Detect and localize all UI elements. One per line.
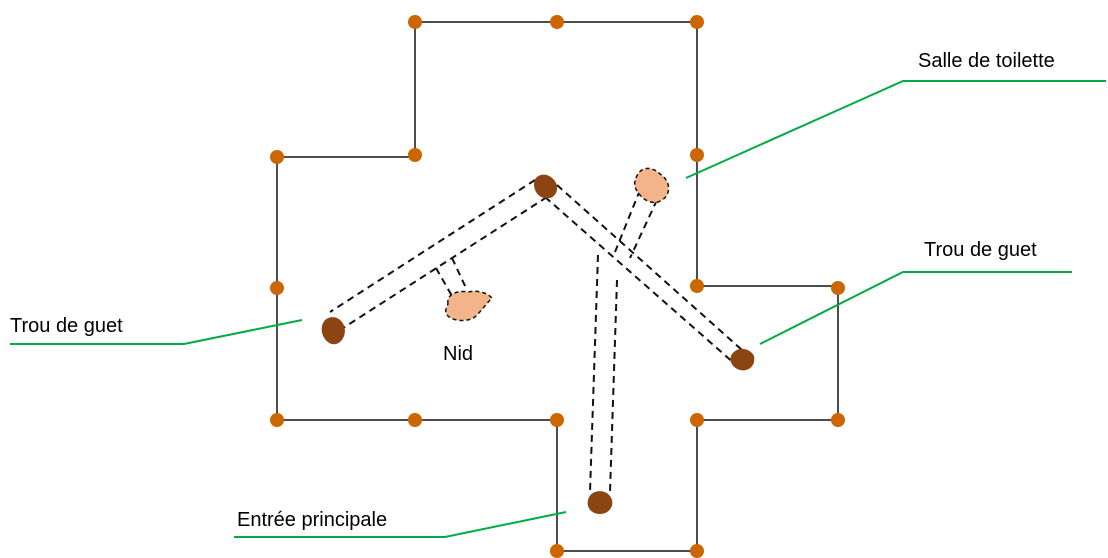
entrance-hole — [587, 491, 613, 514]
vertex-dot — [550, 544, 564, 558]
vertex-dot — [690, 544, 704, 558]
leader-lines — [10, 80, 1106, 538]
tunnels — [329, 176, 743, 493]
tunnel-wall — [451, 257, 467, 289]
burrow-outline — [276, 21, 839, 552]
tunnel-wall — [339, 196, 548, 331]
tunnel-wall — [547, 176, 743, 351]
tunnel-wall — [614, 189, 641, 253]
vertex-dot — [408, 413, 422, 427]
top-junction-hole — [534, 174, 558, 199]
tunnel-wall — [544, 196, 736, 365]
outline-vertices — [270, 15, 845, 558]
left-lookout-leader — [10, 319, 303, 345]
toilet-chamber — [633, 167, 670, 204]
tunnel-wall — [589, 254, 599, 493]
vertex-dot — [690, 413, 704, 427]
left-lookout-hole — [321, 317, 345, 345]
tunnel-wall — [435, 267, 453, 297]
lookout-right-label: Trou de guet — [924, 239, 1037, 261]
vertex-dot — [270, 413, 284, 427]
vertex-dot — [690, 148, 704, 162]
lookout-left-label: Trou de guet — [10, 315, 123, 337]
tunnel-wall — [629, 199, 658, 259]
vertex-dot — [831, 413, 845, 427]
tunnel-wall — [609, 279, 618, 493]
right-lookout-hole — [730, 348, 755, 371]
vertex-dot — [270, 150, 284, 164]
vertex-dot — [831, 281, 845, 295]
vertex-dot — [690, 279, 704, 293]
vertex-dot — [550, 413, 564, 427]
main-entrance-label: Entrée principale — [237, 509, 388, 531]
vertex-dot — [408, 148, 422, 162]
vertex-dot — [408, 15, 422, 29]
lookout-holes — [321, 174, 755, 514]
toilet-label: Salle de toilette — [918, 50, 1055, 72]
nest-chamber — [444, 290, 494, 322]
toilet-leader — [685, 80, 1106, 179]
tunnel-wall — [329, 179, 536, 313]
right-lookout-leader — [759, 271, 1072, 345]
vertex-dot — [690, 15, 704, 29]
entrance-leader — [234, 511, 567, 538]
nest-label: Nid — [443, 343, 474, 365]
vertex-dot — [270, 281, 284, 295]
chambers — [444, 167, 670, 322]
vertex-dot — [550, 15, 564, 29]
